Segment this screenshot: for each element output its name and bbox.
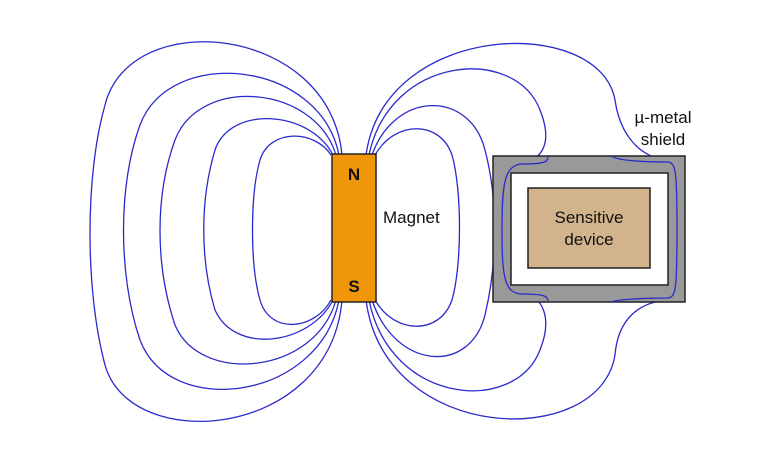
magnet-caption: Magnet [383, 208, 440, 227]
field-line-right-2 [371, 105, 496, 358]
field-lines-left [89, 41, 343, 422]
shield-caption-line2: shield [641, 130, 685, 149]
device-box [527, 187, 651, 269]
field-line-in-shield-wall [501, 155, 549, 303]
north-pole-label: N [348, 165, 360, 184]
field-line-right-1 [374, 128, 461, 327]
south-pole-label: S [348, 277, 359, 296]
bar-magnet: N S Magnet [331, 153, 440, 303]
field-line-left-1 [203, 118, 334, 340]
field-line-in-shield-wall-outer [611, 155, 678, 303]
sensitive-device: Sensitive device [527, 187, 651, 269]
field-line-left-2 [159, 95, 337, 365]
field-line-left-4 [89, 41, 343, 422]
field-line-left-5 [251, 135, 332, 325]
shield-caption-line1: µ-metal [634, 108, 691, 127]
magnet-body [331, 153, 377, 303]
field-line-left-3 [122, 72, 340, 391]
device-label-line1: Sensitive [555, 208, 624, 227]
device-label-line2: device [564, 230, 613, 249]
